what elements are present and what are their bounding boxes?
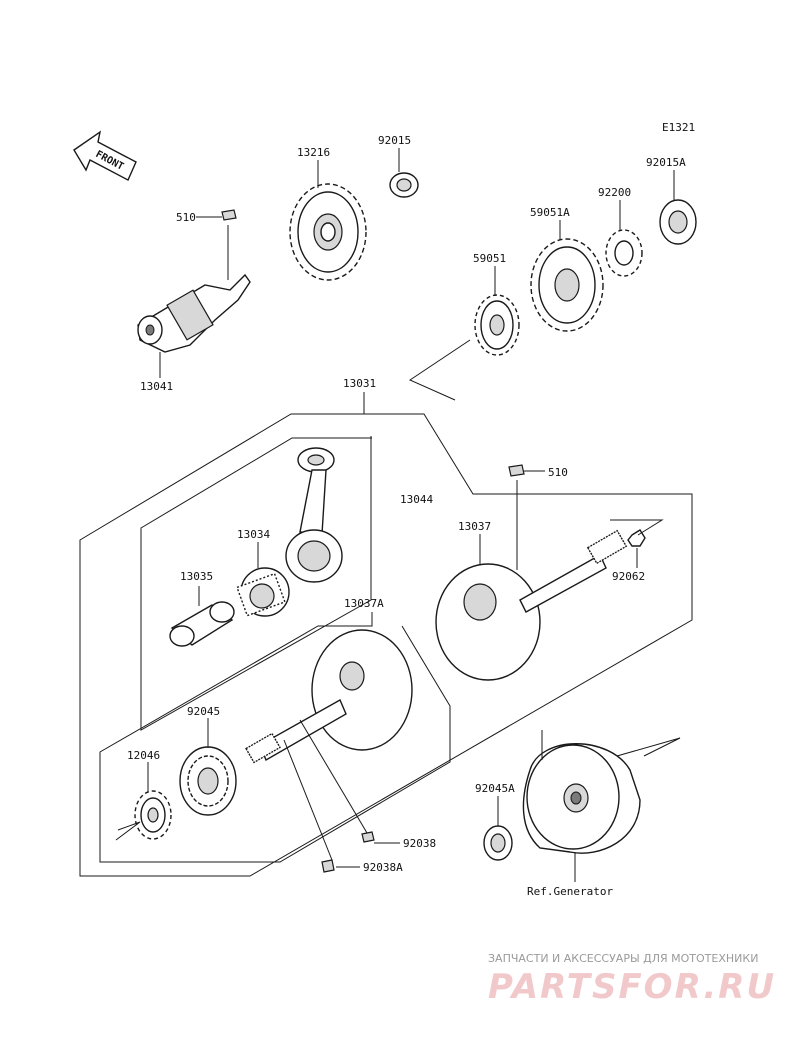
key-510-mid bbox=[508, 464, 545, 477]
nut-92062 bbox=[610, 519, 664, 568]
assembly-outline-13037A bbox=[99, 612, 451, 863]
label-13031: 13031 bbox=[343, 377, 376, 390]
assembly-outline-13031 bbox=[79, 392, 693, 877]
diagram-id-label: E1321 bbox=[662, 121, 695, 134]
nut-92015 bbox=[389, 148, 419, 198]
label-ref-generator: Ref.Generator bbox=[527, 885, 613, 898]
key-92038 bbox=[361, 831, 400, 844]
crankshaft-half-13037 bbox=[435, 480, 628, 681]
watermark-tagline: ЗАПЧАСТИ И АКСЕССУАРЫ ДЛЯ МОТОТЕХНИКИ bbox=[488, 952, 758, 965]
connecting-rod bbox=[285, 447, 343, 583]
needle-bearing-13034 bbox=[236, 542, 290, 617]
label-92045: 92045 bbox=[187, 705, 220, 718]
label-510-mid: 510 bbox=[548, 466, 568, 479]
label-59051: 59051 bbox=[473, 252, 506, 265]
key-510-top bbox=[196, 209, 237, 221]
bearing-92045 bbox=[179, 718, 237, 816]
label-92015: 92015 bbox=[378, 134, 411, 147]
label-92038: 92038 bbox=[403, 837, 436, 850]
label-13037A: 13037A bbox=[344, 597, 384, 610]
label-12046: 12046 bbox=[127, 749, 160, 762]
label-13037: 13037 bbox=[458, 520, 491, 533]
sprocket-12046 bbox=[115, 762, 172, 841]
label-13044: 13044 bbox=[400, 493, 433, 506]
front-arrow-icon: FRONT bbox=[73, 130, 137, 181]
label-92038A: 92038A bbox=[363, 861, 403, 874]
gear-59051A bbox=[530, 220, 604, 332]
gear-59051 bbox=[408, 266, 520, 401]
washer-92200 bbox=[605, 200, 643, 277]
label-92045A: 92045A bbox=[475, 782, 515, 795]
label-92015A: 92015A bbox=[646, 156, 686, 169]
generator-rotor bbox=[522, 730, 681, 882]
crank-pin-13035 bbox=[169, 586, 235, 647]
crankshaft-half-13037A bbox=[245, 629, 413, 861]
label-59051A: 59051A bbox=[530, 206, 570, 219]
label-510-top: 510 bbox=[176, 211, 196, 224]
label-92200: 92200 bbox=[598, 186, 631, 199]
seal-92045A bbox=[483, 796, 513, 861]
conrod-group-outline bbox=[140, 436, 372, 731]
label-13034: 13034 bbox=[237, 528, 270, 541]
label-13216: 13216 bbox=[297, 146, 330, 159]
watermark-brand: PARTSFOR.RU bbox=[488, 967, 776, 1007]
balancer-shaft-13041 bbox=[137, 225, 251, 378]
nut-92015A bbox=[659, 170, 697, 245]
label-13041: 13041 bbox=[140, 380, 173, 393]
label-13035: 13035 bbox=[180, 570, 213, 583]
gear-13216 bbox=[289, 160, 367, 281]
label-92062: 92062 bbox=[612, 570, 645, 583]
key-92038A bbox=[321, 859, 360, 873]
